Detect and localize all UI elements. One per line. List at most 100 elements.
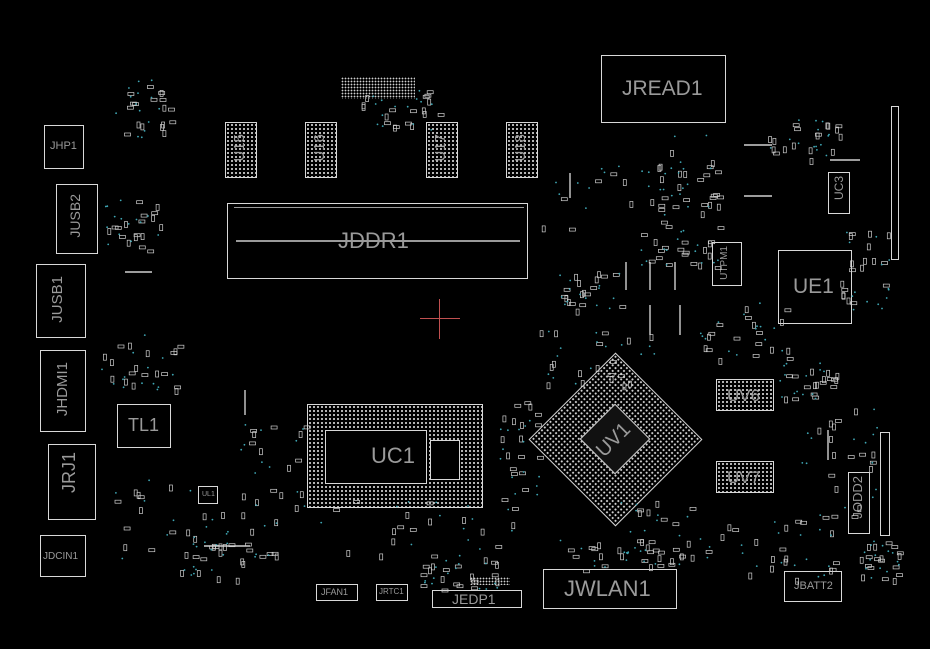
smd-part bbox=[420, 573, 428, 578]
smd-part bbox=[647, 550, 654, 555]
via bbox=[137, 135, 139, 138]
smd-part bbox=[649, 564, 653, 572]
smd-part bbox=[679, 553, 684, 561]
smd-part bbox=[428, 567, 432, 575]
via bbox=[195, 545, 198, 548]
via bbox=[267, 554, 270, 556]
smd-part bbox=[145, 350, 150, 358]
smd-part bbox=[815, 132, 822, 137]
via bbox=[707, 205, 710, 208]
via bbox=[853, 438, 855, 441]
smd-part bbox=[274, 553, 279, 561]
ue1-chip bbox=[778, 250, 852, 324]
via bbox=[865, 567, 867, 570]
smd-part bbox=[456, 584, 464, 589]
smd-part bbox=[392, 528, 396, 536]
via bbox=[254, 555, 256, 558]
via bbox=[268, 466, 271, 468]
via bbox=[205, 526, 208, 528]
via bbox=[559, 274, 561, 277]
crosshair-cursor bbox=[420, 299, 460, 339]
via bbox=[458, 554, 461, 557]
smd-part bbox=[200, 557, 208, 562]
via bbox=[171, 373, 174, 376]
smd-part bbox=[658, 163, 663, 171]
via bbox=[676, 238, 679, 241]
smd-part bbox=[271, 551, 279, 556]
smd-part bbox=[832, 423, 836, 431]
smd-part bbox=[705, 348, 713, 353]
via bbox=[640, 249, 643, 252]
via bbox=[156, 388, 159, 391]
smd-part bbox=[782, 146, 787, 154]
smd-part bbox=[815, 381, 819, 389]
via bbox=[827, 135, 830, 137]
via bbox=[670, 167, 673, 170]
via bbox=[547, 330, 550, 333]
via bbox=[143, 334, 146, 336]
via bbox=[161, 357, 164, 359]
jhdmi1-outline bbox=[40, 350, 86, 432]
smd-part bbox=[829, 436, 833, 443]
via bbox=[147, 366, 149, 369]
jfan1-outline bbox=[316, 584, 358, 601]
via bbox=[870, 544, 872, 546]
via bbox=[192, 565, 195, 568]
smd-part bbox=[266, 552, 274, 556]
via bbox=[190, 574, 193, 576]
via bbox=[148, 479, 151, 482]
smd-part bbox=[397, 525, 405, 530]
smd-part bbox=[779, 547, 787, 552]
smd-part bbox=[114, 226, 122, 230]
via bbox=[260, 429, 262, 431]
via bbox=[802, 393, 804, 396]
smd-part bbox=[813, 382, 817, 390]
smd-part bbox=[830, 385, 838, 389]
smd-part bbox=[549, 364, 554, 371]
via bbox=[579, 293, 581, 296]
smd-part bbox=[830, 148, 835, 156]
smd-part bbox=[700, 211, 705, 219]
via bbox=[679, 193, 681, 196]
smd-part bbox=[511, 522, 516, 530]
via bbox=[140, 136, 143, 139]
via bbox=[524, 425, 527, 427]
via bbox=[485, 588, 488, 590]
smd-part bbox=[590, 286, 598, 290]
via bbox=[106, 205, 109, 208]
smd-part bbox=[299, 491, 304, 499]
via bbox=[735, 354, 738, 356]
via bbox=[898, 563, 900, 566]
smd-part bbox=[646, 509, 651, 517]
via bbox=[875, 488, 877, 491]
via bbox=[467, 505, 469, 507]
via bbox=[447, 572, 449, 575]
smd-part bbox=[786, 347, 791, 355]
smd-part bbox=[591, 547, 599, 552]
via bbox=[871, 496, 874, 499]
smd-part bbox=[878, 558, 885, 563]
via bbox=[680, 230, 683, 233]
smd-part bbox=[431, 554, 439, 559]
via bbox=[143, 130, 146, 132]
smd-part bbox=[596, 342, 604, 346]
smd-part bbox=[250, 429, 257, 433]
via bbox=[137, 80, 140, 83]
via bbox=[183, 569, 186, 571]
via bbox=[823, 574, 826, 577]
jedp1-label: JEDP1 bbox=[452, 591, 496, 607]
via bbox=[793, 392, 796, 395]
smd-part bbox=[246, 548, 254, 553]
smd-part bbox=[427, 98, 432, 106]
smd-part bbox=[520, 422, 524, 429]
via bbox=[634, 547, 636, 549]
via bbox=[854, 291, 856, 294]
smd-part bbox=[658, 550, 665, 555]
smd-part bbox=[677, 184, 682, 191]
via bbox=[412, 123, 415, 125]
via bbox=[643, 529, 646, 532]
via bbox=[659, 188, 662, 191]
smd-part bbox=[784, 396, 788, 404]
via bbox=[455, 567, 457, 570]
smd-part bbox=[668, 562, 676, 567]
